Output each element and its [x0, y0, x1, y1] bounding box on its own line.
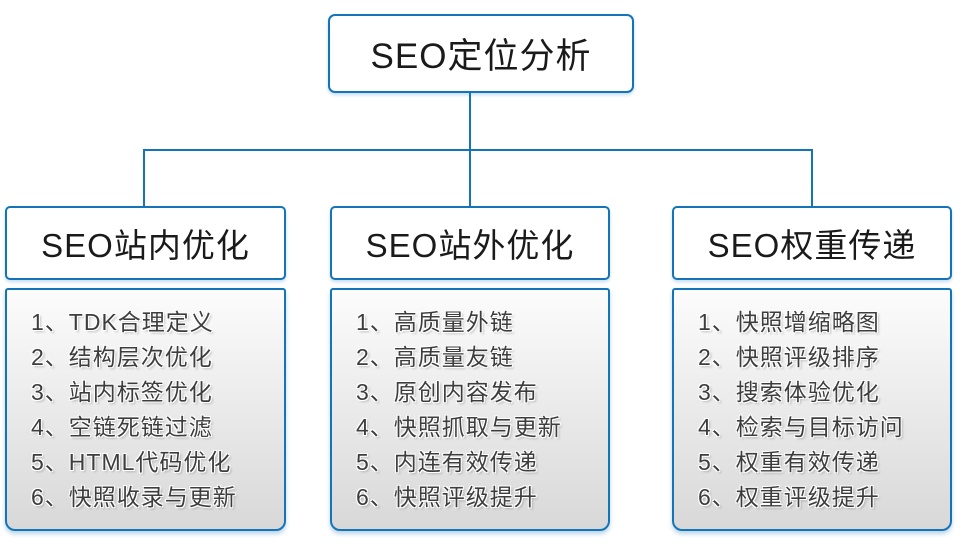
- list-item: 4、快照抓取与更新: [356, 414, 562, 440]
- list-item: 6、权重评级提升: [698, 484, 880, 510]
- branch-weight-title-box: SEO权重传递: [672, 206, 952, 280]
- branch-weight-list-panel: 1、快照增缩略图 2、快照评级排序 3、搜索体验优化 4、检索与目标访问 5、权…: [672, 288, 952, 531]
- branch-onsite-column: SEO站内优化 1、TDK合理定义 2、结构层次优化 3、站内标签优化 4、空链…: [5, 0, 286, 550]
- list-item: 6、快照收录与更新: [31, 484, 237, 510]
- branch-weight-column: SEO权重传递 1、快照增缩略图 2、快照评级排序 3、搜索体验优化 4、检索与…: [672, 0, 952, 550]
- list-item: 5、权重有效传递: [698, 449, 880, 475]
- list-item: 4、检索与目标访问: [698, 414, 904, 440]
- list-item: 2、快照评级排序: [698, 344, 880, 370]
- list-item: 2、高质量友链: [356, 344, 514, 370]
- list-item: 5、内连有效传递: [356, 449, 538, 475]
- list-item: 5、HTML代码优化: [31, 449, 232, 475]
- connector-root-stem: [469, 93, 471, 150]
- connector-drop-right: [811, 149, 813, 207]
- branch-offsite-list-panel: 1、高质量外链 2、高质量友链 3、原创内容发布 4、快照抓取与更新 5、内连有…: [330, 288, 610, 531]
- list-item: 4、空链死链过滤: [31, 414, 213, 440]
- branch-weight-title: SEO权重传递: [707, 227, 917, 264]
- connector-horizontal-bar: [143, 149, 813, 151]
- list-item: 3、搜索体验优化: [698, 379, 880, 405]
- list-item: 6、快照评级提升: [356, 484, 538, 510]
- list-item: 2、结构层次优化: [31, 344, 213, 370]
- connector-drop-middle: [469, 149, 471, 207]
- list-item: 3、原创内容发布: [356, 379, 538, 405]
- branch-onsite-title: SEO站内优化: [41, 227, 250, 264]
- list-item: 1、快照增缩略图: [698, 309, 880, 335]
- root-node-box: SEO定位分析: [328, 14, 634, 93]
- branch-onsite-title-box: SEO站内优化: [5, 206, 286, 280]
- root-node-title: SEO定位分析: [370, 37, 592, 76]
- branch-offsite-title-box: SEO站外优化: [330, 206, 610, 280]
- list-item: 1、高质量外链: [356, 309, 514, 335]
- branch-offsite-title: SEO站外优化: [365, 227, 575, 264]
- list-item: 3、站内标签优化: [31, 379, 213, 405]
- branch-onsite-list-panel: 1、TDK合理定义 2、结构层次优化 3、站内标签优化 4、空链死链过滤 5、H…: [5, 288, 286, 531]
- branch-offsite-column: SEO站外优化 1、高质量外链 2、高质量友链 3、原创内容发布 4、快照抓取与…: [330, 0, 610, 550]
- connector-drop-left: [143, 149, 145, 207]
- list-item: 1、TDK合理定义: [31, 309, 214, 335]
